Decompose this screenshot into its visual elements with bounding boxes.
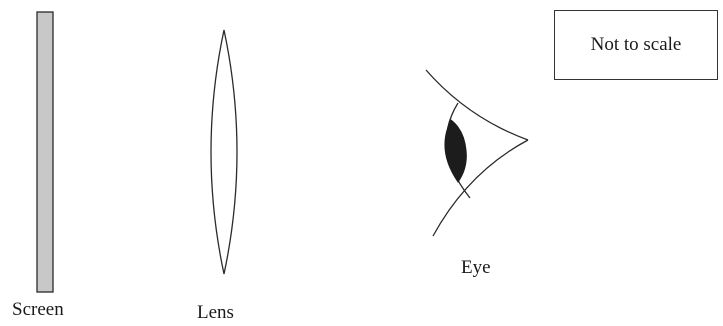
lens-label: Lens — [197, 302, 234, 323]
eye-lower-lid — [432, 139, 529, 237]
eye-pupil — [444, 119, 467, 183]
eye-label: Eye — [461, 257, 491, 278]
screen — [36, 11, 54, 293]
scale-note-text: Not to scale — [590, 34, 682, 55]
eye-upper-lid — [425, 69, 529, 141]
lens — [210, 29, 238, 275]
scale-note-box: Not to scale — [554, 10, 718, 80]
screen-label: Screen — [12, 299, 64, 320]
